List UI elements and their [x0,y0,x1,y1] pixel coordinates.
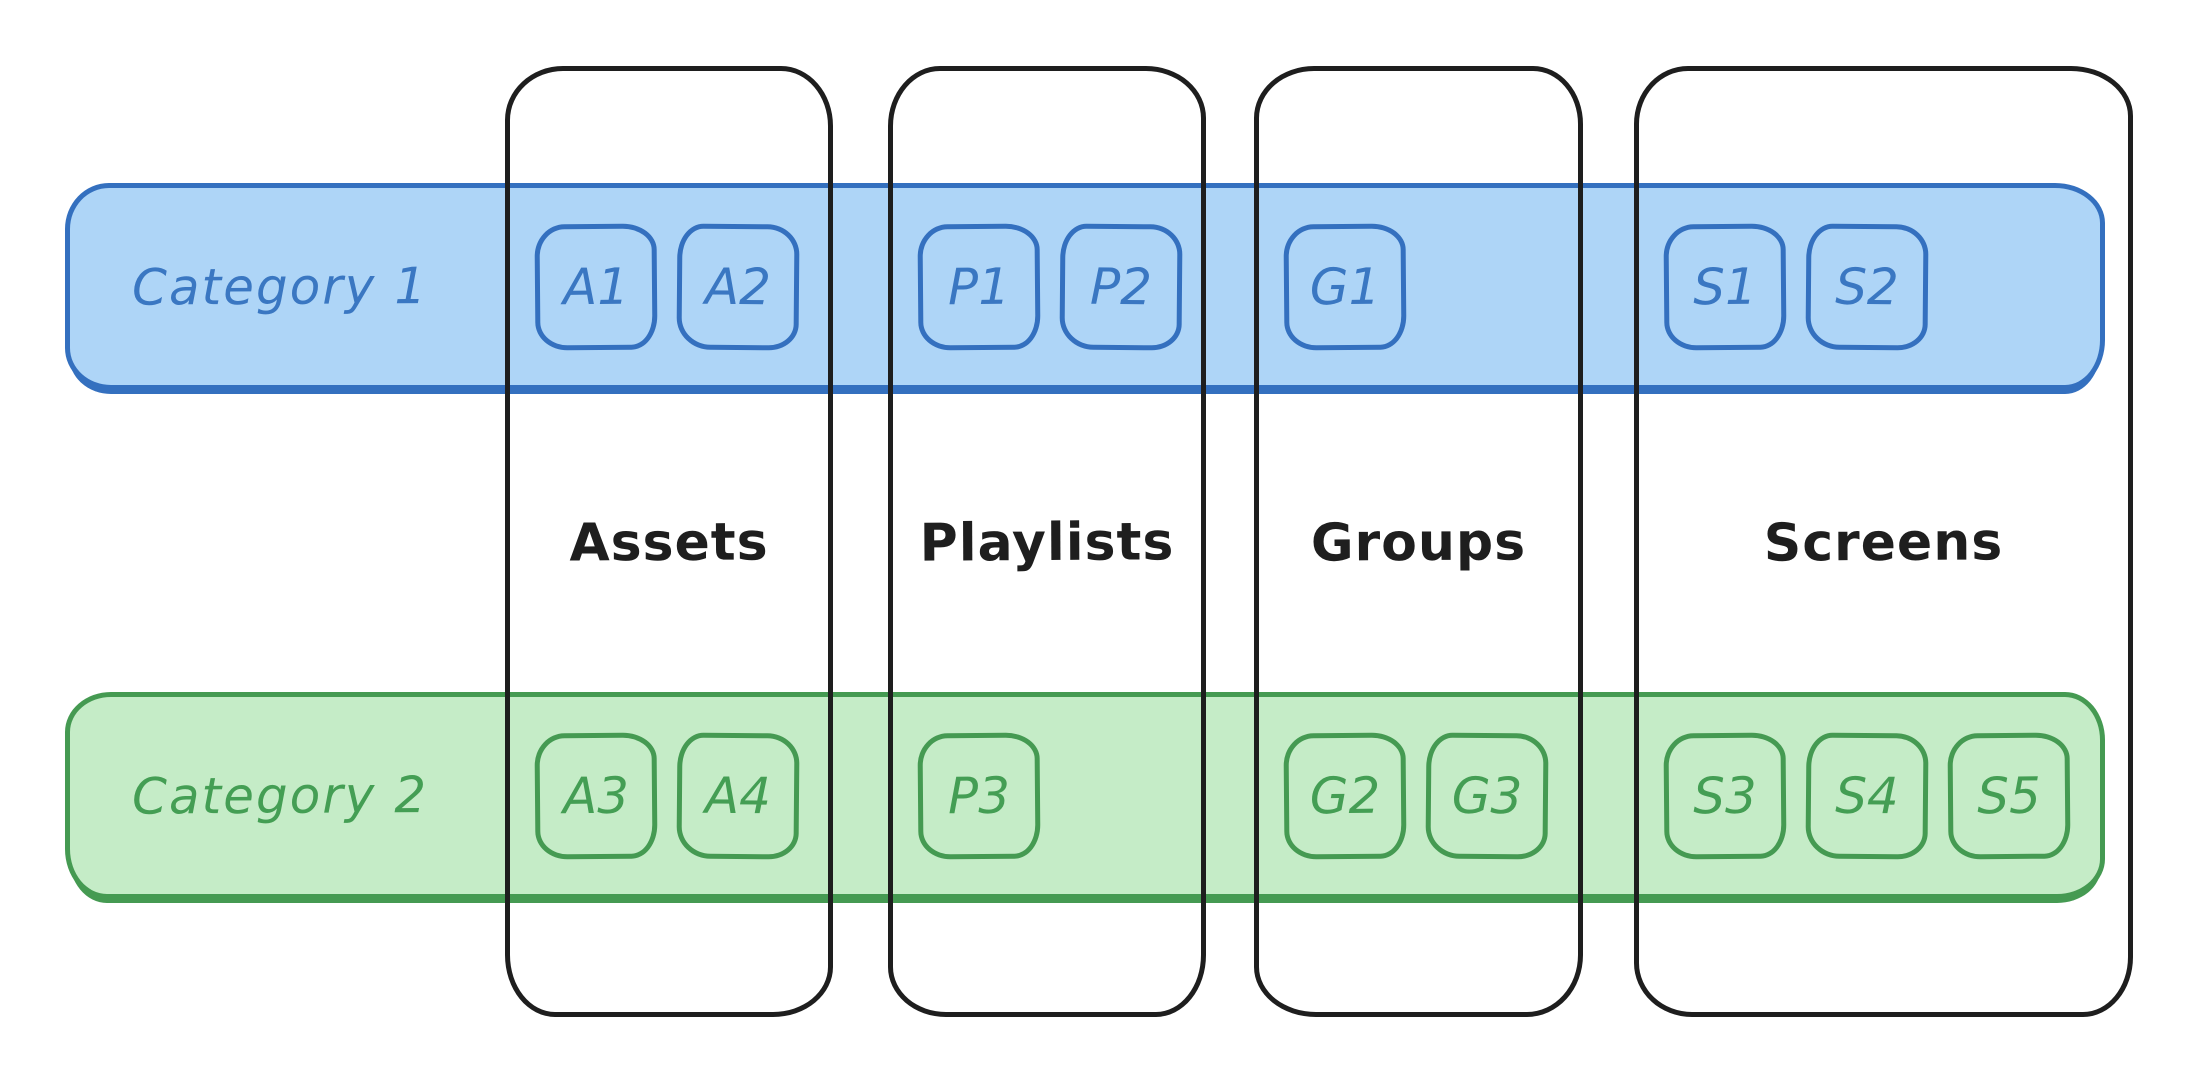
chip-s4: S4 [1805,731,1929,860]
chip-s1: S1 [1663,222,1787,351]
column-playlists-label: Playlists [919,512,1175,574]
chip-s3: S3 [1663,731,1787,860]
column-groups: Groups [1254,66,1583,1017]
chip-g1: G1 [1283,222,1407,351]
chip-p1: P1 [917,222,1041,351]
column-groups-label: Groups [1310,512,1527,574]
chip-s2: S2 [1805,222,1929,351]
category-2-label: Category 2 [131,765,429,826]
category-1-groups-chips: G1 [1254,183,1583,390]
column-screens: Screens [1634,66,2133,1017]
chip-s5: S5 [1947,731,2071,860]
chip-g2: G2 [1283,731,1407,860]
category-1-band: Category 1 [65,183,2105,390]
column-playlists: Playlists [888,66,1206,1017]
column-assets-label: Assets [569,512,769,574]
category-1-label: Category 1 [131,256,429,317]
chip-a2: A2 [676,222,800,351]
chip-a4: A4 [676,731,800,860]
chip-p3: P3 [917,731,1041,860]
column-screens-label: Screens [1763,512,2004,574]
column-assets: Assets [505,66,833,1017]
chip-p2: P2 [1059,222,1183,351]
chip-a3: A3 [534,731,658,860]
chip-a1: A1 [534,222,658,351]
category-2-band: Category 2 [65,692,2105,899]
category-2-playlists-chips: P3 [888,692,1206,899]
chip-g3: G3 [1425,731,1549,860]
